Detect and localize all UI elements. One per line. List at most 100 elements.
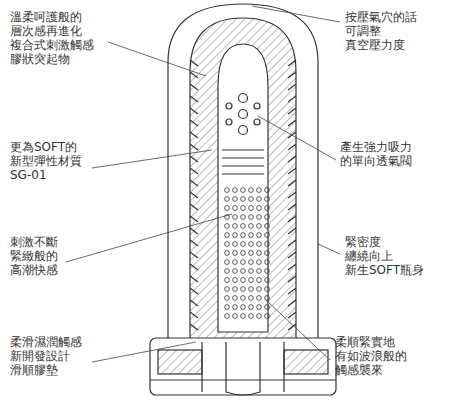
texture-dot [265, 260, 270, 265]
texture-dot [249, 197, 254, 202]
texture-dot [233, 305, 238, 310]
gel-sleeve [190, 18, 296, 340]
texture-dot [257, 224, 262, 229]
texture-dot [257, 314, 262, 319]
texture-dot [249, 314, 254, 319]
texture-dot [233, 314, 238, 319]
rib-stroke [288, 276, 296, 282]
texture-dot [265, 296, 270, 301]
texture-dot [257, 296, 262, 301]
texture-dot [233, 197, 238, 202]
texture-dot [249, 278, 254, 283]
leader-line [318, 244, 340, 254]
callout-label: 刺激不斷 緊緻般的 高潮快感 [10, 235, 86, 277]
texture-dot [257, 197, 262, 202]
rib-stroke [288, 240, 296, 246]
callout-label: 緊密度 纏繞向上 新生SOFT瓶身 [345, 235, 424, 277]
texture-dot [225, 206, 230, 211]
callout-label: 產生強力吸力 的單向透氣閥 [340, 140, 416, 168]
texture-dot [257, 233, 262, 238]
texture-dot [233, 296, 238, 301]
rib-stroke [288, 144, 296, 150]
texture-dot [241, 251, 246, 256]
texture-dot [257, 242, 262, 247]
rib-stroke [288, 72, 296, 78]
texture-dot [241, 233, 246, 238]
base-ring-right [284, 350, 328, 374]
texture-dot [265, 242, 270, 247]
texture-dot [249, 269, 254, 274]
base-ring-left [158, 350, 202, 374]
rib-stroke [288, 156, 296, 162]
texture-dot [249, 242, 254, 247]
rib-stroke [288, 168, 296, 174]
texture-dot [225, 242, 230, 247]
rib-stroke [190, 132, 198, 138]
texture-dot [241, 287, 246, 292]
texture-dot [233, 260, 238, 265]
texture-dot [233, 188, 238, 193]
rib-stroke [288, 312, 296, 318]
texture-dot [257, 305, 262, 310]
texture-dot [257, 278, 262, 283]
one-way-valve [222, 94, 264, 175]
rib-stroke [190, 60, 198, 66]
callout-label: 柔順緊實地 有如波浪般的 觸感襲來 [335, 335, 411, 377]
rib-stroke [288, 264, 296, 270]
leader-line [108, 42, 206, 76]
leader-line [66, 214, 232, 262]
texture-dot [225, 296, 230, 301]
texture-dot [233, 269, 238, 274]
texture-dot [249, 296, 254, 301]
rib-stroke [288, 108, 296, 114]
rib-stroke [190, 252, 198, 258]
rib-stroke [288, 180, 296, 186]
texture-dot [265, 233, 270, 238]
texture-dot [249, 233, 254, 238]
rib-stroke [288, 288, 296, 294]
texture-dot [241, 260, 246, 265]
texture-dot [249, 260, 254, 265]
callout-label: 按壓氣穴的話 可調整 真空壓力度 [345, 10, 421, 52]
rib-stroke [288, 60, 296, 66]
smooth-gasket [202, 342, 284, 395]
texture-dot [257, 269, 262, 274]
leader-line [252, 6, 340, 22]
texture-dot [225, 188, 230, 193]
rib-stroke [190, 180, 198, 186]
rib-stroke [190, 312, 198, 318]
rib-stroke [190, 204, 198, 210]
texture-dot [241, 224, 246, 229]
texture-dot [225, 260, 230, 265]
texture-dot [265, 305, 270, 310]
rib-stroke [190, 120, 198, 126]
texture-dot [233, 287, 238, 292]
texture-dot [241, 206, 246, 211]
texture-dot [225, 233, 230, 238]
rib-stroke [190, 324, 198, 330]
texture-dot [233, 224, 238, 229]
texture-dot [241, 215, 246, 220]
texture-dot [225, 197, 230, 202]
rib-stroke [190, 276, 198, 282]
texture-dot [257, 206, 262, 211]
rib-stroke [190, 300, 198, 306]
texture-dot [241, 188, 246, 193]
texture-dot [225, 269, 230, 274]
texture-dot [249, 188, 254, 193]
texture-dot [249, 215, 254, 220]
callout-label: 柔滑濕潤觸感 新開發設計 滑順膠墊 [10, 335, 86, 377]
texture-dot [241, 305, 246, 310]
texture-dot [257, 287, 262, 292]
rib-stroke [190, 108, 198, 114]
texture-dot [257, 251, 262, 256]
rib-stroke [190, 192, 198, 198]
texture-dot [225, 224, 230, 229]
texture-dot [225, 278, 230, 283]
texture-dot [225, 287, 230, 292]
texture-dot [257, 260, 262, 265]
texture-dot [241, 278, 246, 283]
texture-dot [241, 197, 246, 202]
texture-dot [225, 305, 230, 310]
